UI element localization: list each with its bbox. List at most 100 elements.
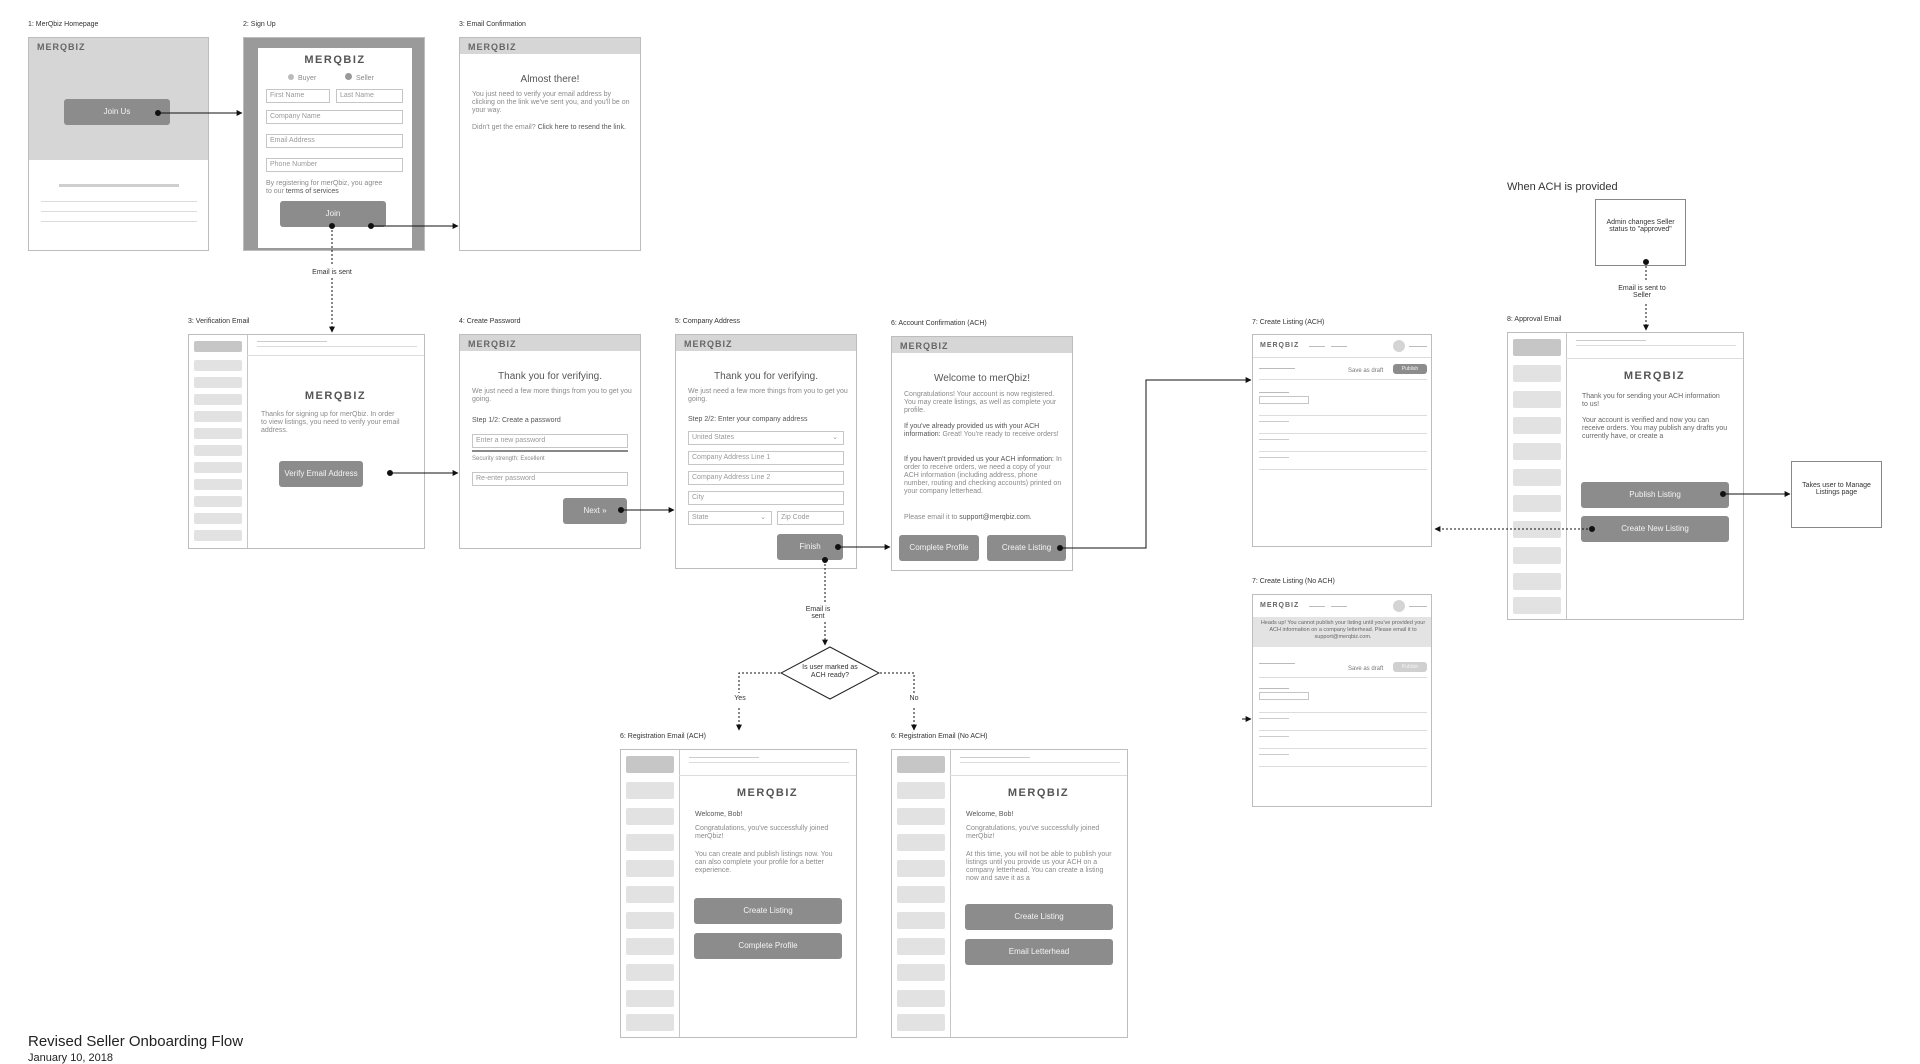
placeholder-line	[689, 762, 849, 763]
sidebar-bar	[626, 834, 674, 851]
radio-seller-icon[interactable]	[345, 73, 352, 80]
avatar[interactable]	[1393, 600, 1405, 612]
verify-email-button[interactable]: Verify Email Address	[279, 461, 363, 487]
ach-warning-banner: Heads up! You cannot publish your listin…	[1253, 617, 1431, 647]
sidebar-bar	[1513, 521, 1561, 538]
label-registration-ach: 6: Registration Email (ACH)	[620, 733, 706, 740]
divider	[1253, 357, 1431, 358]
publish-button[interactable]: Publish	[1393, 364, 1427, 374]
p3-text: In order to receive orders, we need a co…	[904, 456, 1062, 495]
label-verification-email: 3: Verification Email	[188, 318, 250, 325]
sidebar-bar	[626, 938, 674, 955]
placeholder-line	[41, 201, 197, 202]
next-button[interactable]: Next »	[563, 498, 627, 524]
sidebar-bar	[1513, 597, 1561, 614]
registration-p2: You can create and publish listings now.…	[695, 851, 833, 874]
support-email-link[interactable]: support@merqbiz.com.	[959, 514, 1032, 521]
create-listing-button[interactable]: Create Listing	[987, 535, 1066, 561]
radio-buyer-icon[interactable]	[288, 74, 294, 80]
placeholder-line	[41, 221, 197, 222]
placeholder-line	[1259, 421, 1289, 422]
brand-logo: MERQBIZ	[900, 341, 949, 351]
sidebar-bar	[626, 1014, 674, 1031]
placeholder-line	[1259, 457, 1289, 458]
registration-no-ach-frame: MERQBIZ Welcome, Bob! Congratulations, y…	[891, 749, 1128, 1038]
brand-logo: MERQBIZ	[304, 54, 366, 66]
resend-link[interactable]: Click here to resend the link.	[537, 124, 626, 131]
sidebar-bar	[626, 860, 674, 877]
save-draft-link[interactable]: Save as draft	[1348, 368, 1384, 374]
avatar[interactable]	[1393, 340, 1405, 352]
sidebar-bar	[1513, 417, 1561, 434]
state-select[interactable]: State ⌄	[688, 511, 772, 525]
placeholder-line	[1259, 718, 1289, 719]
complete-profile-button[interactable]: Complete Profile	[694, 933, 842, 959]
sidebar-bar	[897, 834, 945, 851]
brand-logo: MERQBIZ	[684, 339, 733, 349]
zip-field[interactable]: Zip Code	[777, 511, 844, 525]
create-listing-button[interactable]: Create Listing	[965, 904, 1113, 930]
placeholder-line	[1259, 766, 1427, 767]
registration-ach-frame: MERQBIZ Welcome, Bob! Congratulations, y…	[620, 749, 857, 1038]
ach-warning-text: Heads up! You cannot publish your listin…	[1260, 620, 1426, 640]
dropdown-field[interactable]	[1259, 396, 1309, 404]
label-company-address: 5: Company Address	[675, 318, 740, 325]
nav-line	[1331, 606, 1347, 607]
header-bar	[676, 335, 856, 351]
create-listing-no-ach-frame: MERQBIZ Heads up! You cannot publish you…	[1252, 594, 1432, 807]
first-name-field[interactable]: First Name	[266, 89, 330, 103]
admin-box-text: Admin changes Seller status to "approved…	[1606, 219, 1675, 233]
new-password-field[interactable]: Enter a new password	[472, 434, 628, 448]
placeholder-line	[1259, 663, 1295, 664]
sidebar-bar	[626, 756, 674, 773]
dashed-connector	[738, 672, 780, 693]
create-listing-button[interactable]: Create Listing	[694, 898, 842, 924]
sidebar-bar	[1513, 391, 1561, 408]
email-sidebar	[189, 335, 248, 548]
sidebar-bar	[194, 377, 242, 388]
address-line1-field[interactable]: Company Address Line 1	[688, 451, 844, 465]
sidebar-bar	[1513, 443, 1561, 460]
connector-dot	[835, 544, 841, 550]
last-name-field[interactable]: Last Name	[336, 89, 403, 103]
chevron-down-icon: ⌄	[760, 514, 766, 521]
email-letterhead-button[interactable]: Email Letterhead	[965, 939, 1113, 965]
complete-profile-button[interactable]: Complete Profile	[899, 535, 979, 561]
p3-bold: If you haven't provided us your ACH info…	[904, 456, 1054, 463]
signup-frame: MERQBIZ Buyer Seller First Name Last Nam…	[243, 37, 425, 251]
terms-link[interactable]: terms of services	[285, 188, 339, 195]
reenter-password-field[interactable]: Re-enter password	[472, 472, 628, 486]
publish-listing-button[interactable]: Publish Listing	[1581, 482, 1729, 508]
sidebar-bar	[194, 394, 242, 405]
approval-body2: Your account is verified and now you can…	[1582, 417, 1728, 440]
nav-line	[1309, 346, 1325, 347]
email-field[interactable]: Email Address	[266, 134, 403, 148]
header-bar	[460, 335, 640, 351]
email-sidebar	[1508, 333, 1567, 619]
company-name-field[interactable]: Company Name	[266, 110, 403, 124]
join-button[interactable]: Join	[280, 201, 386, 227]
brand-logo: MERQBIZ	[1623, 370, 1686, 382]
placeholder-line	[1259, 451, 1427, 452]
confirmation-p2: If you've already provided us with your …	[904, 423, 1064, 439]
city-field[interactable]: City	[688, 491, 844, 505]
approval-body1: Thank you for sending your ACH informati…	[1582, 393, 1720, 408]
dropdown-field[interactable]	[1259, 692, 1309, 700]
country-select[interactable]: United States ⌄	[688, 431, 844, 445]
finish-button[interactable]: Finish	[777, 534, 843, 560]
sidebar-bar	[194, 496, 242, 507]
confirmation-p1: Congratulations! Your account is now reg…	[904, 391, 1057, 414]
publish-button-disabled[interactable]: Publish	[1393, 662, 1427, 672]
save-draft-link[interactable]: Save as draft	[1348, 666, 1384, 672]
phone-field[interactable]: Phone Number	[266, 158, 403, 172]
sidebar-bar	[626, 990, 674, 1007]
label-create-listing-ach: 7: Create Listing (ACH)	[1252, 319, 1325, 326]
arrow-to-create-listing-ach	[1060, 377, 1252, 549]
p2-bold: If you've already provided us with your …	[904, 423, 1040, 438]
state-value: State	[692, 514, 709, 521]
address-line2-field[interactable]: Company Address Line 2	[688, 471, 844, 485]
join-us-button[interactable]: Join Us	[64, 99, 170, 125]
create-new-listing-button[interactable]: Create New Listing	[1581, 516, 1729, 542]
sidebar-bar	[194, 530, 242, 541]
terms-prefix: By registering for merQbiz, you agree to…	[266, 180, 383, 195]
